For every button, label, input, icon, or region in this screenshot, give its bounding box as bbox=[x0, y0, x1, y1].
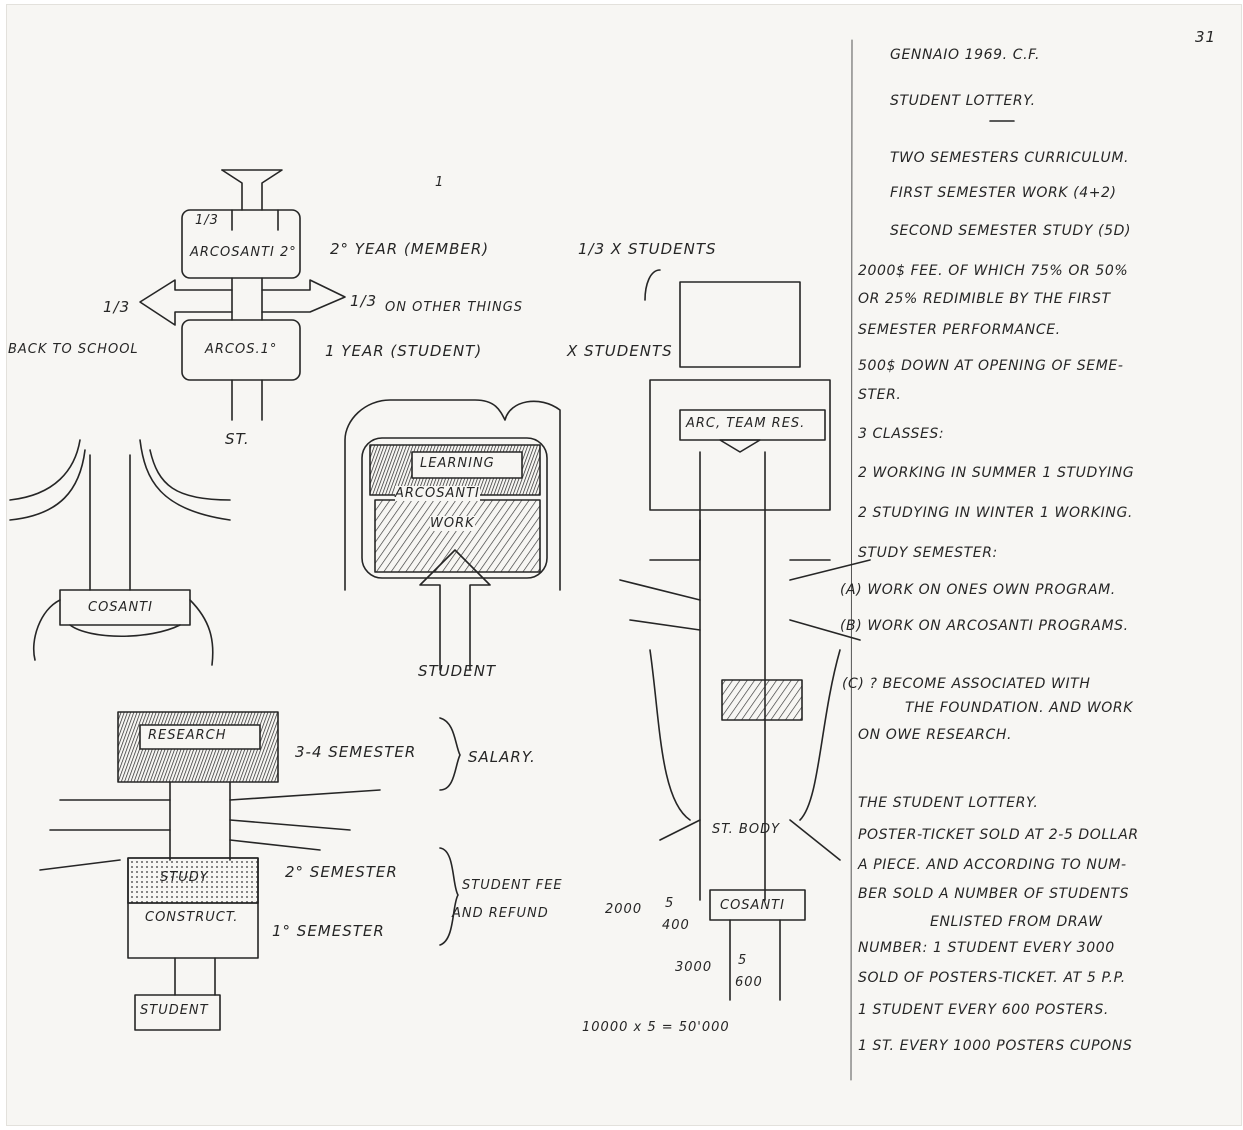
arc-team-label: ARC, TEAM RES. bbox=[686, 416, 806, 431]
note-line-19: POSTER-TICKET SOLD AT 2-5 DOLLAR bbox=[858, 827, 1139, 843]
student-fee-label: STUDENT FEE bbox=[462, 878, 563, 893]
arcos-1-label: ARCOS.1° bbox=[205, 342, 278, 357]
top-flow-diagram bbox=[139, 169, 346, 421]
note-line-12: STUDY SEMESTER: bbox=[858, 545, 998, 561]
note-line-9: 3 CLASSES: bbox=[858, 426, 945, 442]
note-line-10: 2 WORKING IN SUMMER 1 STUDYING bbox=[858, 465, 1135, 481]
construct-label: CONSTRUCT. bbox=[145, 910, 239, 925]
note-line-25: 1 STUDENT EVERY 600 POSTERS. bbox=[858, 1002, 1109, 1018]
calc-row1-left: 2000 bbox=[605, 902, 643, 917]
year2-label: 2° YEAR (MEMBER) bbox=[330, 240, 490, 258]
center-student-label: STUDENT bbox=[418, 662, 497, 680]
note-line-6: SEMESTER PERFORMANCE. bbox=[858, 322, 1061, 338]
left-cosanti-label: COSANTI bbox=[88, 600, 153, 615]
x-students-label: X STUDENTS bbox=[567, 342, 673, 360]
year1-label: 1 YEAR (STUDENT) bbox=[325, 342, 483, 360]
note-line-13: (A) WORK ON ONES OWN PROGRAM. bbox=[840, 582, 1116, 598]
calc-row1-den: 400 bbox=[662, 918, 690, 933]
right-third: 1/3 bbox=[350, 292, 378, 310]
note-line-5: OR 25% REDIMIBLE BY THE FIRST bbox=[858, 291, 1111, 307]
students-third-label: 1/3 X STUDENTS bbox=[578, 240, 717, 258]
note-line-2: FIRST SEMESTER WORK (4+2) bbox=[890, 185, 1117, 201]
right-tall-diagram bbox=[619, 269, 871, 1001]
left-third: 1/3 bbox=[103, 298, 131, 316]
note-line-7: 500$ DOWN AT OPENING OF SEME- bbox=[858, 358, 1124, 374]
note-line-22: ENLISTED FROM DRAW bbox=[930, 914, 1103, 930]
note-line-16: THE FOUNDATION. AND WORK bbox=[905, 700, 1134, 716]
right-cosanti-label: COSANTI bbox=[720, 898, 785, 913]
note-line-3: SECOND SEMESTER STUDY (5D) bbox=[890, 223, 1132, 239]
paper-sheet bbox=[6, 4, 1242, 1126]
semester2-label: 2° SEMESTER bbox=[285, 863, 398, 881]
semesters-34-label: 3-4 SEMESTER bbox=[295, 743, 417, 761]
stray-mark: 1 bbox=[435, 175, 445, 190]
arcosanti-label: ARCOSANTI bbox=[395, 486, 480, 501]
center-diagram bbox=[344, 399, 561, 671]
calc-row1-num: 5 bbox=[665, 896, 675, 911]
page-divider bbox=[850, 39, 853, 1081]
st-label: ST. bbox=[225, 430, 250, 448]
calc-row2-left: 3000 bbox=[675, 960, 713, 975]
bottom-student-box-label: STUDENT bbox=[140, 1003, 209, 1018]
work-label: WORK bbox=[430, 516, 475, 531]
calc-row2-num: 5 bbox=[738, 953, 748, 968]
note-line-24: SOLD OF POSTERS-TICKET. AT 5 P.P. bbox=[858, 970, 1126, 986]
note-line-15: (C) ? BECOME ASSOCIATED WITH bbox=[842, 676, 1091, 692]
note-line-26: 1 ST. EVERY 1000 POSTERS CUPONS bbox=[858, 1038, 1133, 1054]
note-line-21: BER SOLD A NUMBER OF STUDENTS bbox=[858, 886, 1130, 902]
note-line-8: STER. bbox=[858, 387, 902, 403]
note-line-11: 2 STUDYING IN WINTER 1 WORKING. bbox=[858, 505, 1133, 521]
top-fraction: 1/3 bbox=[195, 213, 219, 228]
other-things-label: ON OTHER THINGS bbox=[385, 300, 524, 315]
back-to-school-label: BACK TO SCHOOL bbox=[8, 342, 139, 357]
salary-label: SALARY. bbox=[468, 748, 536, 766]
arcosanti-2-label: ARCOSANTI 2° bbox=[190, 245, 297, 260]
learning-label: LEARNING bbox=[420, 456, 495, 471]
calc-product: 10000 x 5 = 50'000 bbox=[582, 1020, 730, 1035]
note-line-1: TWO SEMESTERS CURRICULUM. bbox=[890, 150, 1130, 166]
note-line-23: NUMBER: 1 STUDENT EVERY 3000 bbox=[858, 940, 1115, 956]
semester1-label: 1° SEMESTER bbox=[272, 922, 385, 940]
and-refund-label: AND REFUND bbox=[452, 906, 549, 921]
study-label: STUDY bbox=[160, 870, 209, 885]
left-cosanti-diagram bbox=[9, 439, 231, 666]
note-line-17: ON OWE RESEARCH. bbox=[858, 727, 1013, 743]
research-label: RESEARCH bbox=[148, 728, 227, 743]
calc-row2-den: 600 bbox=[735, 975, 763, 990]
note-line-20: A PIECE. AND ACCORDING TO NUM- bbox=[858, 857, 1127, 873]
note-line-14: (B) WORK ON ARCOSANTI PROGRAMS. bbox=[840, 618, 1129, 634]
notes-title: STUDENT LOTTERY. bbox=[890, 93, 1036, 109]
note-line-18: THE STUDENT LOTTERY. bbox=[858, 795, 1039, 811]
page-number: 31 bbox=[1195, 28, 1217, 46]
research-diagram bbox=[39, 711, 461, 1031]
note-line-4: 2000$ FEE. OF WHICH 75% OR 50% bbox=[858, 263, 1129, 279]
notes-header: GENNAIO 1969. C.F. bbox=[890, 47, 1041, 63]
st-body-label: ST. BODY bbox=[712, 822, 781, 837]
